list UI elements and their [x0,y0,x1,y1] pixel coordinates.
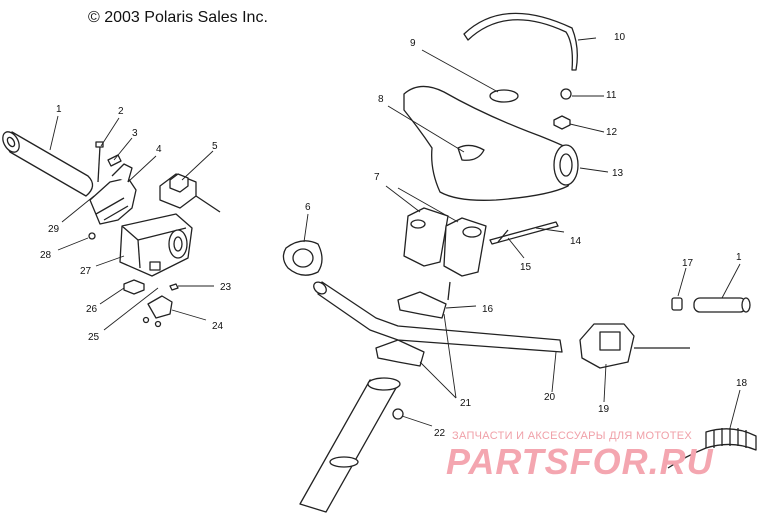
callout-c1a: 1 [56,104,62,115]
part-clamp-upper [397,291,447,319]
part-bearing-blocks [403,207,487,277]
callout-c1b: 1 [736,252,742,263]
callout-c18: 18 [736,378,748,389]
part-handlebar-pad [403,85,579,201]
callout-c20: 20 [544,392,556,403]
part-switch-cover [142,295,173,328]
callout-c9: 9 [410,38,416,49]
part-bolt [497,229,509,243]
callout-c12: 12 [606,127,618,138]
callout-c25: 25 [88,332,100,343]
callout-c29: 29 [48,224,60,235]
leader-lines [49,37,741,429]
part-coil-cable [667,428,757,469]
watermark-tagline: ЗАПЧАСТИ И АКСЕССУАРЫ ДЛЯ МОТОТЕХ [452,430,693,442]
watermark-logo-text: PARTSFOR.RU [446,441,714,482]
callout-c14: 14 [570,236,582,247]
callout-c16: 16 [482,304,494,315]
callout-labels: 1 2 3 4 5 6 7 8 9 10 11 12 13 14 15 16 1… [40,32,748,439]
callout-c21: 21 [460,398,472,409]
callout-c26: 26 [86,304,98,315]
part-screw [95,141,104,183]
part-block [123,279,145,295]
part-steering-post [299,377,401,513]
callout-c22: 22 [434,428,446,439]
part-throttle-lever [89,163,137,225]
callout-c17: 17 [682,258,694,269]
callout-c15: 15 [520,262,532,273]
part-grip-right [693,297,751,313]
part-badge [489,89,519,103]
part-handlebar [313,281,563,353]
part-throttle-housing [119,213,193,277]
part-strap [463,12,578,71]
part-spacer [671,297,683,311]
part-clamp-ring [282,240,323,276]
callout-c19: 19 [598,404,610,415]
callout-c2: 2 [118,106,124,117]
callout-c8: 8 [378,94,384,105]
part-rod [489,221,559,245]
part-nut [392,408,404,420]
callout-c4: 4 [156,144,162,155]
callout-c28: 28 [40,250,52,261]
part-clamp-lower [375,339,425,367]
callout-c6: 6 [305,202,311,213]
callout-c7: 7 [374,172,380,183]
callout-c27: 27 [80,266,92,277]
part-clip [107,154,122,167]
part-screw-small [169,283,179,291]
copyright-notice: © 2003 Polaris Sales Inc. [88,9,268,26]
part-nut-small [88,232,96,240]
part-connector [159,173,221,213]
callout-c3: 3 [132,128,138,139]
callout-c24: 24 [212,321,224,332]
callout-c10: 10 [614,32,626,43]
callout-c23: 23 [220,282,232,293]
callout-c13: 13 [612,168,624,179]
part-nut-12 [553,115,571,130]
part-grip-left [2,131,94,197]
callout-c11: 11 [606,90,617,101]
callout-c5: 5 [212,141,218,152]
part-switch-housing [579,323,690,369]
part-nut-11 [560,88,572,100]
